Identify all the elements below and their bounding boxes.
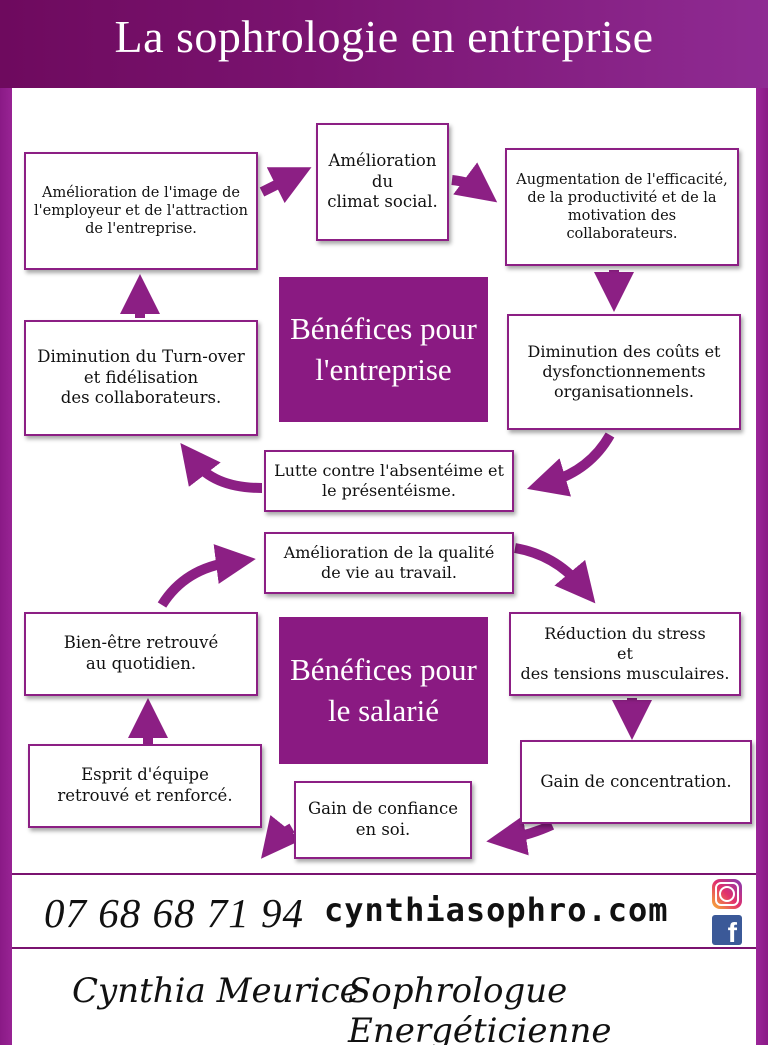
arrow-absenteisme-to-turnover bbox=[180, 442, 263, 493]
website-link[interactable]: cynthiasophro.com bbox=[324, 891, 669, 929]
phone-number[interactable]: 07 68 68 71 94 bbox=[44, 890, 304, 936]
arrow-couts-to-absenteisme bbox=[527, 432, 615, 497]
arrow-confiance-to-esprit bbox=[261, 815, 302, 859]
author-name: Cynthia Meurice bbox=[72, 971, 360, 1011]
box-concentration: Gain de concentration. bbox=[520, 740, 752, 824]
arrow-bienetre-to-qualite bbox=[157, 544, 256, 608]
box-stress: Réduction du stress et des tensions musc… bbox=[509, 612, 741, 696]
arrow-qualite-to-stress bbox=[514, 543, 596, 604]
arrow-climat-to-efficacite bbox=[451, 162, 498, 203]
box-image-employeur: Amélioration de l'image de l'employeur e… bbox=[24, 152, 258, 270]
header: La sophrologie en entreprise bbox=[0, 0, 768, 88]
box-turnover: Diminution du Turn-over et fidélisation … bbox=[24, 320, 258, 436]
facebook-icon[interactable]: f bbox=[712, 915, 742, 945]
center-title-entreprise: Bénéfices pour l'entreprise bbox=[279, 277, 488, 422]
instagram-icon[interactable] bbox=[712, 879, 742, 909]
box-efficacite: Augmentation de l'efficacité, de la prod… bbox=[505, 148, 739, 266]
arrow-concentration-to-confiance bbox=[486, 815, 555, 856]
box-confiance: Gain de confiance en soi. bbox=[294, 781, 472, 859]
box-qualite-vie: Amélioration de la qualité de vie au tra… bbox=[264, 532, 514, 594]
contact-bar: 07 68 68 71 94 cynthiasophro.com f bbox=[12, 873, 756, 949]
author-role: Sophrologue Energéticienne bbox=[348, 971, 612, 1045]
footer: Cynthia Meurice Sophrologue Energéticien… bbox=[12, 949, 756, 1045]
center-title-salarie: Bénéfices pour le salarié bbox=[279, 617, 488, 764]
arrow-image-to-climat bbox=[259, 167, 312, 204]
box-absenteisme: Lutte contre l'absentéime et le présenté… bbox=[264, 450, 514, 512]
box-climat-social: Amélioration du climat social. bbox=[316, 123, 449, 241]
page-title: La sophrologie en entreprise bbox=[114, 11, 654, 62]
box-couts: Diminution des coûts et dysfonctionnemen… bbox=[507, 314, 741, 430]
box-esprit-equipe: Esprit d'équipe retrouvé et renforcé. bbox=[28, 744, 262, 828]
box-bien-etre: Bien-être retrouvé au quotidien. bbox=[24, 612, 258, 696]
